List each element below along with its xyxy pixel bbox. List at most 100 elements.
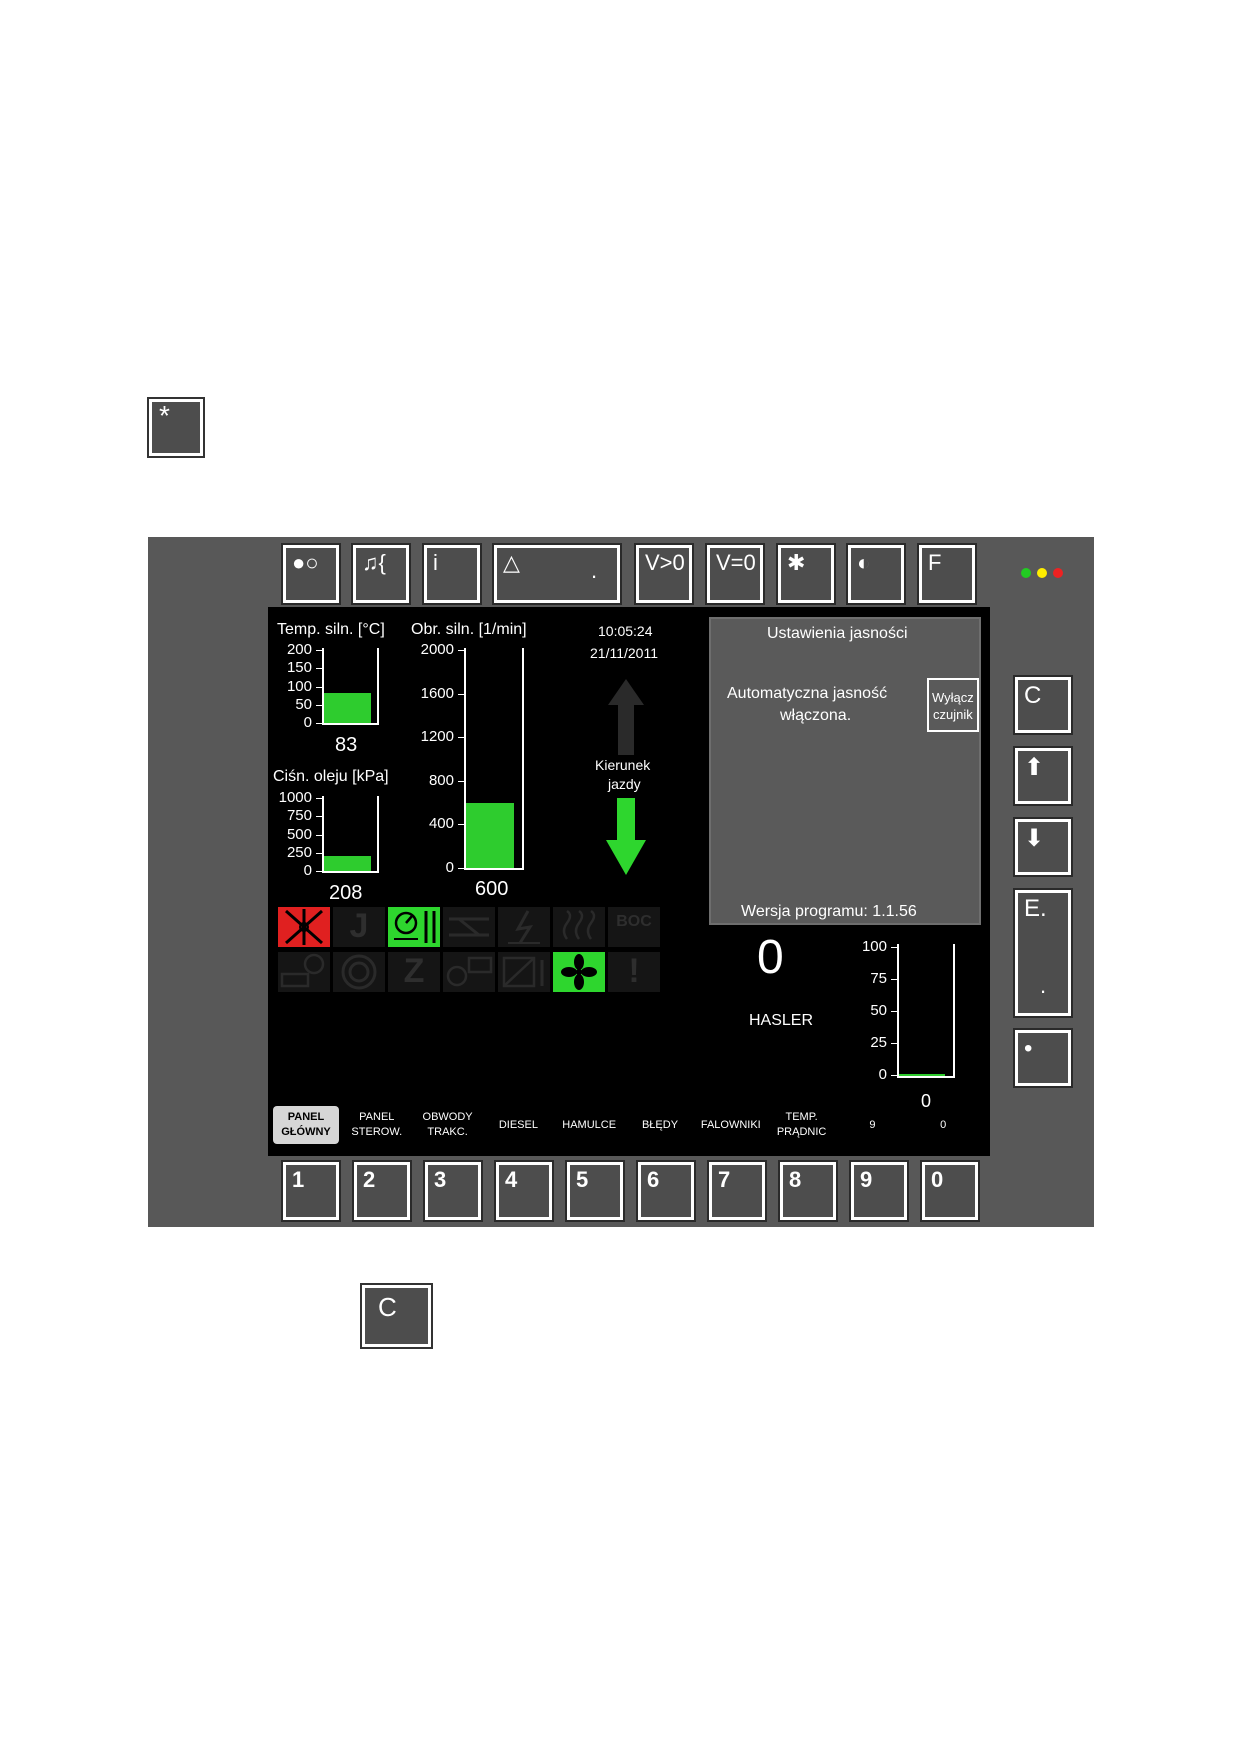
led-indicator <box>1021 568 1031 578</box>
software-version: Wersja programu: 1.1.56 <box>741 903 917 920</box>
clock-time: 10:05:24 <box>598 623 653 639</box>
tab-temp-prądnic[interactable]: TEMP.PRĄDNIC <box>769 1110 835 1140</box>
oil-pressure-bar <box>322 796 379 873</box>
contrast-key[interactable]: ◐ <box>846 543 906 605</box>
info-icon: i <box>433 550 438 575</box>
engine-temp-tick <box>316 668 322 670</box>
direction-down-arrow-icon <box>606 798 646 875</box>
number-key-1[interactable]: 1 <box>281 1160 341 1222</box>
enter-key-dot: . <box>1040 973 1047 998</box>
oil-pressure-tick-label: 750 <box>286 807 312 825</box>
number-key-4[interactable]: 4 <box>494 1160 554 1222</box>
standalone-clear-key[interactable]: C <box>360 1283 433 1349</box>
enter-key[interactable]: E.. <box>1013 888 1073 1018</box>
hasler-tick <box>891 1043 897 1044</box>
dot-key[interactable]: • <box>1013 1028 1073 1088</box>
number-key-3[interactable]: 3 <box>423 1160 483 1222</box>
engine-rpm-tick <box>458 737 464 739</box>
engine-rpm-tick-label: 1600 <box>420 684 454 702</box>
tab-label: PANEL <box>287 1111 325 1123</box>
engine-rpm-value: 600 <box>475 878 509 900</box>
tab-falowniki[interactable]: FALOWNIKI <box>698 1118 764 1133</box>
v-gt-0-key[interactable]: V>0 <box>634 543 694 605</box>
fan-icon <box>553 952 605 992</box>
tab-9[interactable]: 9 <box>839 1118 905 1133</box>
tab-label: TRAKC. <box>427 1126 468 1138</box>
direction-label-line1: Kierunek <box>595 757 651 773</box>
number-key-8[interactable]: 8 <box>778 1160 838 1222</box>
lights-key[interactable]: ●○ <box>281 543 341 605</box>
tab-diesel[interactable]: DIESEL <box>485 1118 551 1133</box>
info-key[interactable]: i <box>422 543 482 605</box>
warning-key-dot: . <box>591 558 598 583</box>
hasler-value: 0 <box>757 931 784 984</box>
brightness-settings-panel: Ustawienia jasności Automatyczna jasność… <box>709 617 981 925</box>
clear-key[interactable]: C <box>1013 675 1073 735</box>
engine-temp-value: 83 <box>335 734 358 756</box>
engine-rpm-bar-fill <box>466 802 514 868</box>
v-eq-0-key[interactable]: V=0 <box>705 543 765 605</box>
up-key[interactable]: ⬆ <box>1013 746 1073 806</box>
hasler-bar <box>897 944 955 1078</box>
number-key-7[interactable]: 7 <box>707 1160 767 1222</box>
alert-circle-icon-glyph: ! <box>628 952 640 990</box>
tab-label: PANEL <box>359 1111 395 1123</box>
f-key[interactable]: F <box>917 543 977 605</box>
number-key-label: 7 <box>718 1167 731 1192</box>
horn-icon: ♫{ <box>362 550 386 575</box>
number-key-6[interactable]: 6 <box>636 1160 696 1222</box>
j-icon-glyph: J <box>349 907 369 945</box>
disable-sensor-label-line2: czujnik <box>933 707 973 722</box>
engine-temp-tick-label: 100 <box>286 677 312 695</box>
horn-key[interactable]: ♫{ <box>351 543 411 605</box>
tab-błędy[interactable]: BŁĘDY <box>627 1118 693 1133</box>
brightness-panel-title: Ustawienia jasności <box>767 625 908 642</box>
tab-label: TEMP. <box>785 1111 818 1123</box>
down-key[interactable]: ⬇ <box>1013 817 1073 877</box>
number-key-9[interactable]: 9 <box>849 1160 909 1222</box>
number-key-label: 1 <box>292 1167 305 1192</box>
j-icon: J <box>333 907 385 947</box>
number-key-0[interactable]: 0 <box>920 1160 980 1222</box>
number-key-label: 4 <box>505 1167 518 1192</box>
lights-icon: ●○ <box>292 550 319 575</box>
oil-pressure-value: 208 <box>329 882 363 904</box>
led-indicator <box>1053 568 1063 578</box>
auto-brightness-status-line1: Automatyczna jasność <box>727 685 888 702</box>
hasler-bar-value: 0 <box>921 1091 932 1111</box>
engine-rpm-tick <box>458 780 464 782</box>
heating-icon <box>553 907 605 947</box>
engine-rpm-tick-label: 800 <box>428 771 454 789</box>
number-key-5[interactable]: 5 <box>565 1160 625 1222</box>
fan-fault-icon <box>278 907 330 947</box>
direction-label-line2: jazdy <box>608 776 641 792</box>
converter-icon <box>498 952 550 992</box>
engine-rpm-bar <box>464 648 524 870</box>
hasler-tick-label: 50 <box>870 1002 887 1019</box>
number-key-label: 6 <box>647 1167 660 1192</box>
warning-key[interactable]: △. <box>492 543 622 605</box>
tab-hamulce[interactable]: HAMULCE <box>556 1118 622 1133</box>
engine-temp-tick <box>316 704 322 706</box>
standalone-brightness-key[interactable]: * <box>147 397 205 458</box>
engine-rpm-tick-label: 2000 <box>420 641 454 658</box>
oil-pressure-tick <box>316 798 322 799</box>
engine-temp-bar <box>322 648 379 725</box>
oil-pressure-tick <box>316 871 322 872</box>
brightness-key[interactable]: ✱ <box>776 543 836 605</box>
z-icon-glyph: Z <box>403 952 425 990</box>
oil-pressure-tick <box>316 852 322 854</box>
tab-0[interactable]: 0 <box>910 1118 976 1133</box>
oil-pressure-tick-label: 1000 <box>278 789 312 806</box>
oil-pressure-title: Ciśn. oleju [kPa] <box>273 768 389 785</box>
number-key-2[interactable]: 2 <box>352 1160 412 1222</box>
clear-key-label: C <box>378 1292 397 1322</box>
clock-date: 21/11/2011 <box>590 645 658 661</box>
coupling-icon <box>443 907 495 947</box>
disable-sensor-button[interactable]: Wyłącz czujnik <box>927 678 979 732</box>
dot-icon: • <box>1024 1035 1033 1062</box>
